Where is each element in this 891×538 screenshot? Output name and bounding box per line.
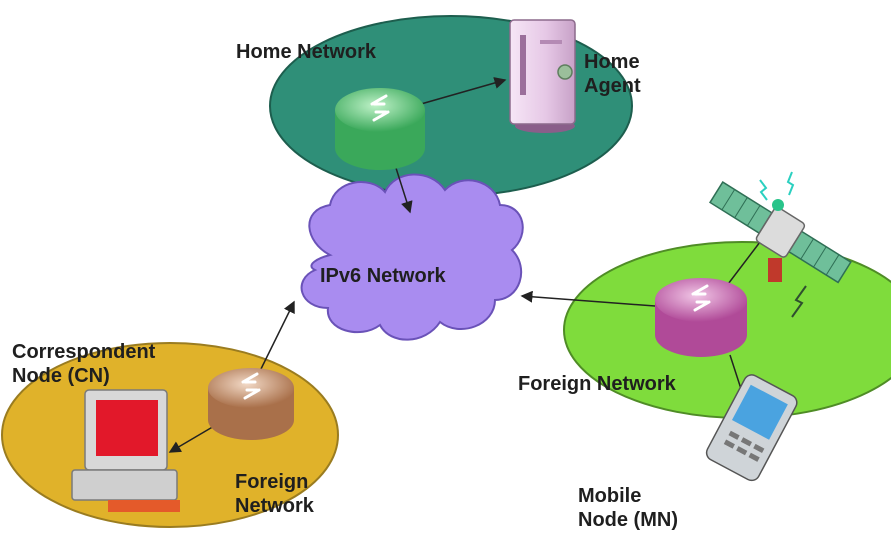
ipv6-network-label: IPv6 Network (320, 265, 446, 287)
ipv6-cloud (300, 173, 524, 341)
home-router-icon (335, 88, 425, 170)
satellite-icon (709, 171, 852, 318)
home-agent-server-icon (509, 19, 576, 133)
correspondent-computer-icon (71, 389, 180, 512)
home-agent-label: Home Agent (584, 51, 641, 97)
cn-foreign-network-label: Foreign Network (235, 471, 314, 517)
mobile-node-label: Mobile Node (MN) (578, 485, 678, 531)
mobile-node-pda-icon (705, 374, 798, 482)
arrow-cn-router-to-cloud (257, 300, 295, 376)
mn-foreign-network-label: Foreign Network (518, 373, 676, 395)
home-network-label: Home Network (236, 41, 377, 63)
cn-router-icon (208, 368, 294, 440)
line-mn-router-to-pda (729, 354, 743, 393)
correspondent-node-label: Correspondent Node (CN) (12, 341, 156, 387)
arrow-home-router-to-cloud (395, 167, 413, 214)
mn-router-icon (655, 278, 747, 357)
arrow-mn-router-to-cloud (520, 290, 656, 307)
